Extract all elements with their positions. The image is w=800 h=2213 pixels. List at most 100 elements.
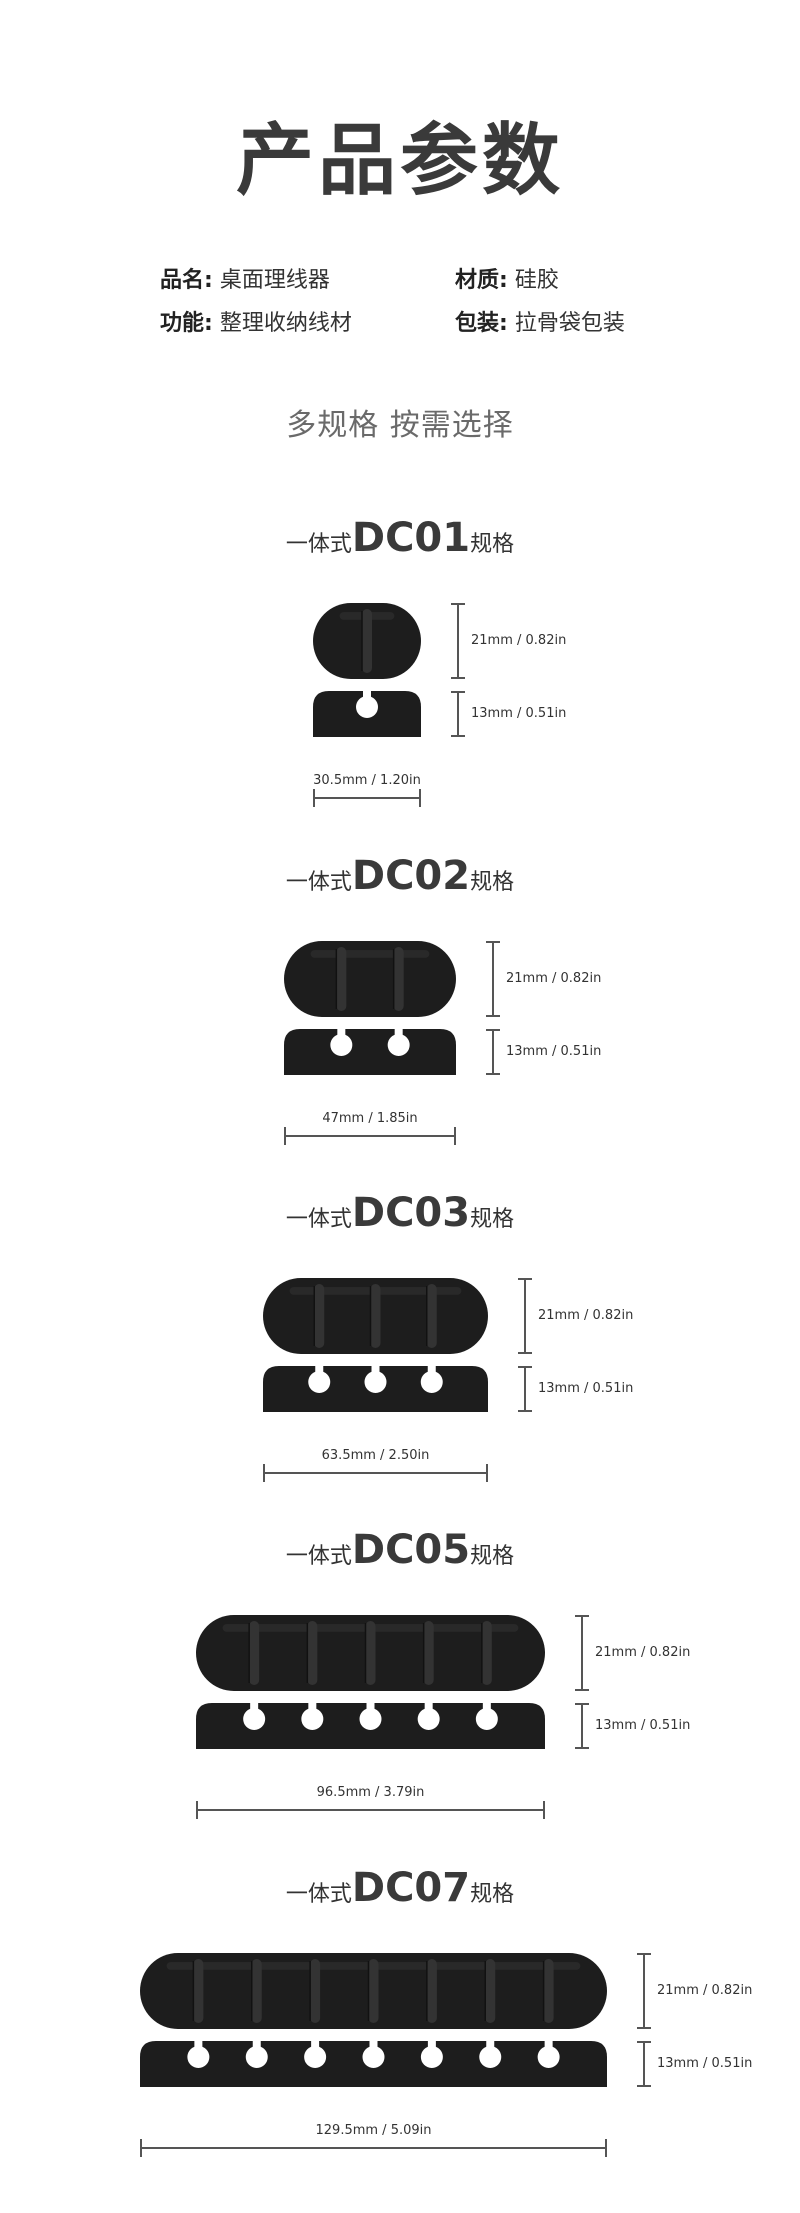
spec-name: 品名: 桌面理线器 [160, 262, 330, 294]
length-dimension-cap [605, 2139, 607, 2157]
cable-slot-opening [194, 2041, 203, 2051]
thickness-dimension-label: 13mm / 0.51in [538, 1381, 634, 1396]
product-top-highlight [310, 950, 430, 958]
height-dimension-cap [637, 2027, 651, 2029]
slot-divider [365, 1621, 376, 1685]
thickness-dimension-cap [575, 1747, 589, 1749]
length-dimension-cap [419, 789, 421, 807]
cable-hole [359, 1708, 382, 1730]
cable-hole [304, 2046, 327, 2068]
slot-divider [362, 609, 372, 673]
cable-hole [187, 2046, 210, 2068]
length-dimension-cap [486, 1464, 488, 1482]
model-prefix: 一体式 [285, 532, 352, 557]
cable-slot-opening [250, 1703, 259, 1713]
model-suffix: 规格 [470, 870, 515, 895]
spec-package-value: 拉骨袋包装 [514, 311, 625, 336]
height-dimension-label: 21mm / 0.82in [506, 971, 602, 986]
model-code: DC05 [351, 1527, 471, 1573]
cable-slot-opening [369, 2041, 378, 2051]
model-prefix: 一体式 [285, 870, 352, 895]
thickness-dimension-line [581, 1703, 583, 1749]
model-heading: 一体式DC07规格 [0, 1865, 800, 1911]
product-side-view [284, 1029, 456, 1075]
thickness-dimension-label: 13mm / 0.51in [595, 1718, 691, 1733]
cable-hole [301, 1708, 324, 1730]
model-suffix: 规格 [470, 1544, 515, 1569]
model-heading: 一体式DC01规格 [0, 515, 800, 561]
cable-slot-opening [424, 1703, 433, 1713]
spec-material-label: 材质: [455, 268, 508, 293]
slot-divider [543, 1959, 554, 2023]
cable-hole [356, 696, 378, 718]
height-dimension-line [492, 941, 494, 1017]
cable-slot-opening [544, 2041, 553, 2051]
cable-hole [245, 2046, 268, 2068]
length-dimension-label: 129.5mm / 5.09in [315, 2123, 432, 2138]
product-top-view [196, 1615, 545, 1691]
cable-slot-opening [394, 1029, 403, 1039]
model-heading: 一体式DC05规格 [0, 1527, 800, 1573]
length-dimension-label: 47mm / 1.85in [322, 1111, 418, 1126]
thickness-dimension-cap [637, 2041, 651, 2043]
cable-hole [364, 1371, 387, 1393]
height-dimension-cap [575, 1615, 589, 1617]
length-dimension-line [196, 1809, 545, 1811]
slot-divider [426, 1959, 437, 2023]
product-side-body [284, 1029, 456, 1075]
thickness-dimension-cap [451, 735, 465, 737]
slot-divider [249, 1621, 260, 1685]
spec-function: 功能: 整理收纳线材 [160, 305, 352, 337]
model-prefix: 一体式 [285, 1544, 352, 1569]
height-dimension-line [457, 603, 459, 679]
slot-divider [368, 1959, 379, 2023]
cable-slot-opening [308, 1703, 317, 1713]
thickness-dimension-cap [518, 1366, 532, 1368]
cable-slot-opening [482, 1703, 491, 1713]
cable-slot-opening [427, 1366, 436, 1376]
model-prefix: 一体式 [285, 1207, 352, 1232]
product-side-view [263, 1366, 488, 1412]
height-dimension-cap [451, 677, 465, 679]
slot-divider [310, 1959, 321, 2023]
cable-hole [243, 1708, 266, 1730]
height-dimension-line [581, 1615, 583, 1691]
slot-divider [393, 947, 404, 1011]
cable-slot-opening [427, 2041, 436, 2051]
thickness-dimension-cap [518, 1410, 532, 1412]
height-dimension-cap [575, 1689, 589, 1691]
length-dimension-cap [140, 2139, 142, 2157]
length-dimension-cap [196, 1801, 198, 1819]
slot-divider [426, 1284, 437, 1348]
length-dimension-cap [543, 1801, 545, 1819]
cable-slot-opening [337, 1029, 346, 1039]
length-dimension-cap [454, 1127, 456, 1145]
thickness-dimension-line [457, 691, 459, 737]
product-side-view [313, 691, 421, 737]
spec-function-value: 整理收纳线材 [219, 311, 352, 336]
length-dimension-cap [263, 1464, 265, 1482]
thickness-dimension-label: 13mm / 0.51in [471, 706, 567, 721]
product-side-view [196, 1703, 545, 1749]
slot-divider [370, 1284, 381, 1348]
model-suffix: 规格 [470, 1882, 515, 1907]
thickness-dimension-cap [486, 1029, 500, 1031]
cable-slot-opening [486, 2041, 495, 2051]
page-title: 产品参数 [235, 116, 564, 206]
model-code: DC07 [351, 1865, 471, 1911]
thickness-dimension-cap [486, 1073, 500, 1075]
product-top-view [263, 1278, 488, 1354]
cable-slot-opening [363, 691, 371, 701]
thickness-dimension-cap [575, 1703, 589, 1705]
length-dimension-cap [284, 1127, 286, 1145]
cable-slot-opening [311, 2041, 320, 2051]
slot-divider [336, 947, 347, 1011]
height-dimension-line [524, 1278, 526, 1354]
model-suffix: 规格 [470, 1207, 515, 1232]
spec-function-label: 功能: [160, 311, 213, 336]
spec-material-value: 硅胶 [514, 268, 559, 293]
model-code: DC01 [351, 515, 471, 561]
thickness-dimension-line [643, 2041, 645, 2087]
height-dimension-cap [637, 1953, 651, 1955]
cable-hole [475, 1708, 498, 1730]
